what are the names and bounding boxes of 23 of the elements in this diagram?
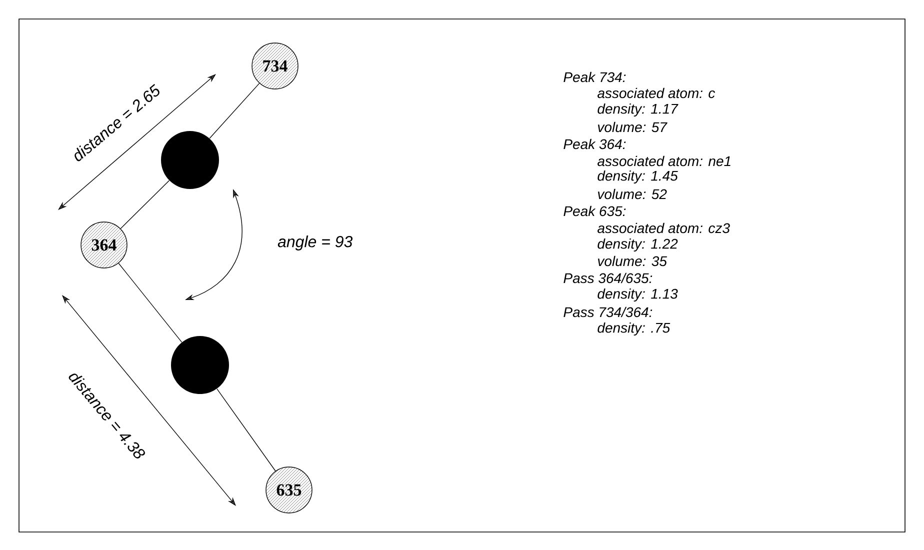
info-line: volume: 57 — [598, 122, 668, 132]
pass-dot — [171, 336, 229, 394]
info-heading: Peak 635: — [564, 206, 626, 216]
connector-line — [209, 82, 260, 139]
info-line: associated atom: ne1 — [598, 156, 730, 166]
info-line: density: 1.17 — [598, 103, 678, 117]
connector-line — [118, 262, 182, 343]
info-line: associated atom: cz3 — [598, 222, 730, 234]
info-line: density: 1.13 — [598, 288, 678, 302]
info-line: density: .75 — [598, 322, 670, 336]
info-line: volume: 52 — [598, 188, 667, 200]
info-heading: Pass 364/635: — [564, 272, 652, 284]
connector-line — [120, 180, 170, 229]
info-line: volume: 35 — [598, 256, 667, 266]
info-line: density: 1.45 — [598, 170, 678, 184]
info-line: density: 1.22 — [598, 238, 678, 252]
pass-dot — [161, 131, 219, 189]
info-heading: Peak 364: — [564, 138, 626, 150]
connector-line — [216, 388, 276, 472]
info-line: associated atom: c — [598, 88, 716, 98]
info-heading: Pass 734/364: — [564, 306, 652, 318]
info-heading: Peak 734: — [564, 72, 626, 82]
angle-label: angle = 93 — [278, 236, 353, 250]
